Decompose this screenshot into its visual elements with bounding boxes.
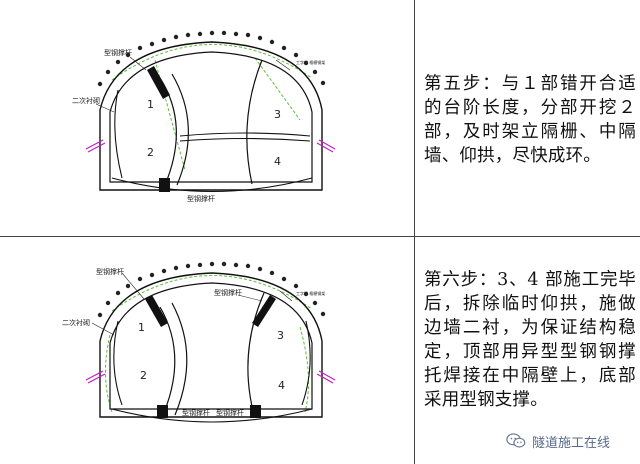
table-divider-vertical	[414, 0, 415, 464]
wechat-icon	[506, 433, 526, 448]
part-label-2: 2	[147, 146, 154, 159]
tunnel-outer-contour	[99, 272, 323, 418]
label-steel-strut: 型钢撑杆	[104, 48, 132, 57]
watermark-text: 隧道施工在线	[532, 435, 611, 451]
part-label-3: 3	[277, 329, 284, 342]
dashed-guide-lines	[111, 44, 313, 171]
rock-bolt-markers	[85, 139, 336, 153]
step6-tunnel-diagram: 型钢撑杆 二次衬砌 型钢撑杆 型钢撑杆 型钢撑杆 工字钢 格栅钢架 1 2 3 …	[62, 261, 336, 423]
tunnel-inner-contour	[109, 282, 313, 410]
label-strut-top-middle: 型钢撑杆	[214, 288, 242, 297]
label-strut-bottom-left: 型钢撑杆	[182, 408, 210, 417]
part-label-3: 3	[274, 108, 281, 121]
watermark: 隧道施工在线	[506, 430, 610, 452]
anchor-bolt-dots	[97, 261, 326, 318]
tunnel-outer-contour	[99, 41, 323, 191]
step5-tunnel-diagram: 型钢撑杆 二次衬砌 型钢撑杆 工字钢 格栅钢架 1 2 3 4	[72, 30, 336, 203]
label-strut-bottom: 型钢撑杆	[187, 194, 215, 203]
steel-strut-top-right	[252, 295, 276, 327]
part-label-1: 1	[147, 98, 154, 111]
label-tiny-annotation: 工字钢 格栅钢架	[296, 59, 325, 65]
part-label-4: 4	[274, 155, 281, 168]
step6-description: 第六步：3、4 部施工完毕后，拆除临时仰拱，施做边墙二衬，为保证结构稳定，顶部用…	[424, 270, 636, 410]
label-strut-bottom-right: 型钢撑杆	[216, 408, 244, 417]
label-steel-strut: 型钢撑杆	[96, 267, 124, 276]
part-label-4: 4	[278, 379, 285, 392]
step5-description: 第五步：与１部错开合适的台阶长度，分部开挖２部，及时架立隔栅、中隔墙、仰拱，尽快…	[424, 74, 636, 166]
anchor-bolt-dots	[97, 30, 326, 87]
tunnel-inner-contour	[109, 51, 313, 183]
rock-bolt-markers	[85, 370, 336, 384]
part-label-2: 2	[140, 369, 147, 382]
label-secondary-lining: 二次衬砌	[62, 318, 90, 327]
steel-strut-bottom-left	[157, 405, 168, 418]
table-divider-horizontal	[0, 236, 640, 237]
label-tiny-annotation: 工字钢 格栅钢架	[296, 290, 325, 296]
steel-strut-top	[147, 66, 170, 99]
steel-strut-bottom-right	[250, 405, 261, 418]
steel-strut-top-left	[145, 295, 168, 327]
label-secondary-lining: 二次衬砌	[72, 96, 100, 105]
part-label-1: 1	[138, 321, 145, 334]
middle-divider-wall	[159, 306, 176, 416]
steel-strut-bottom	[159, 178, 170, 192]
